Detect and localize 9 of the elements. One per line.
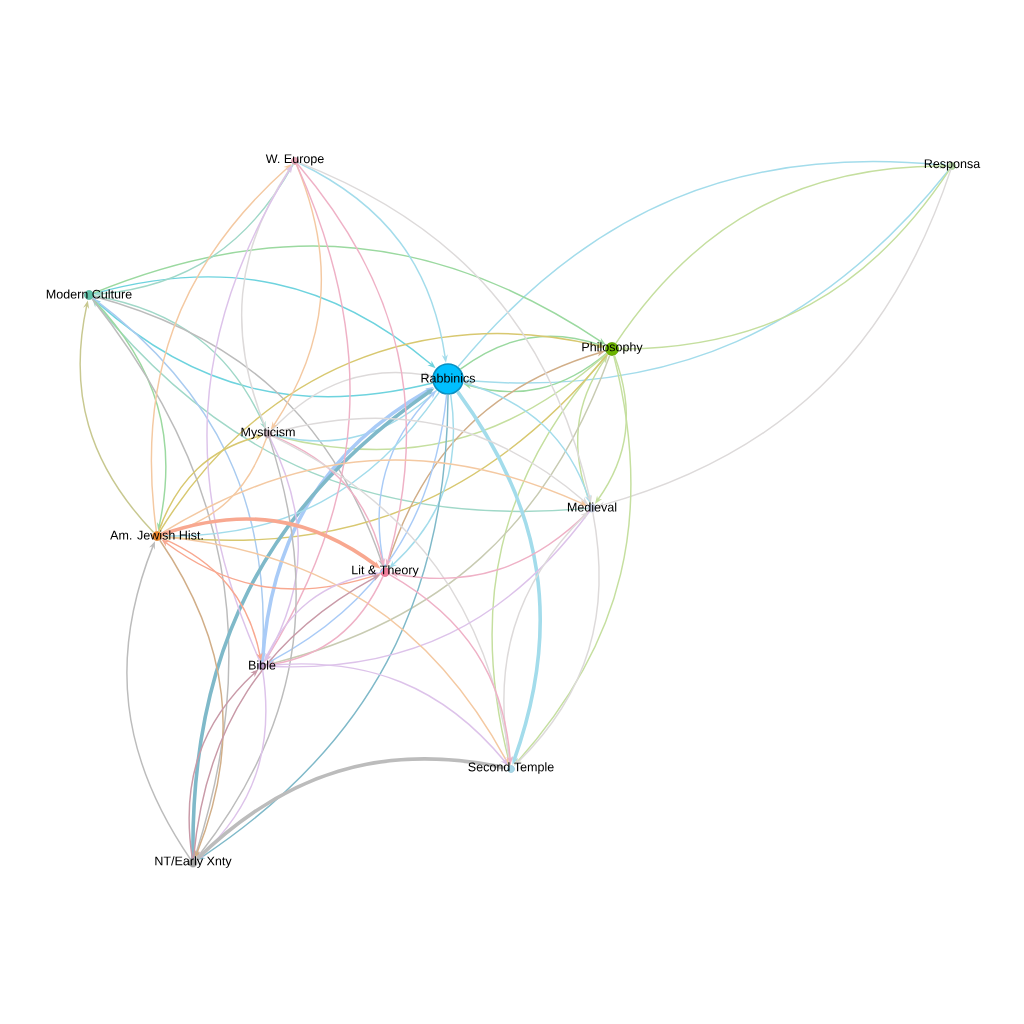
node-label: Second Temple <box>468 762 554 774</box>
node-label: NT/Early Xnty <box>155 856 232 868</box>
node-label: Medieval <box>567 502 617 512</box>
node-label: Lit & Theory <box>352 565 419 577</box>
node-label: W. Europe <box>265 154 324 166</box>
node-label: Responsa <box>924 159 981 171</box>
curved-arrow <box>514 511 600 766</box>
node-label: Mysticism <box>241 427 295 439</box>
node-label: Bible <box>249 660 276 670</box>
